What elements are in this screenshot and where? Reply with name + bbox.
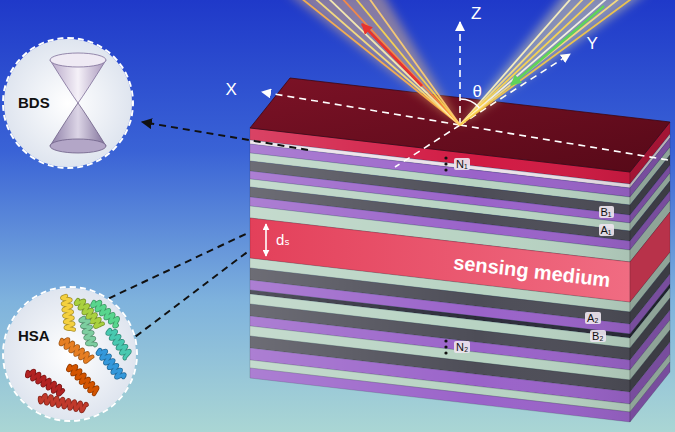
hsa-inset: HSA bbox=[2, 286, 138, 422]
leader-arrow bbox=[142, 122, 308, 150]
light-ray bbox=[324, 0, 460, 125]
angle-label: θ bbox=[473, 83, 482, 102]
light-ray bbox=[310, 0, 460, 125]
layer-label: B₁ bbox=[599, 206, 614, 218]
period-label: N₁ bbox=[454, 158, 470, 170]
layer-side-face bbox=[630, 354, 670, 412]
light-ray bbox=[460, 0, 638, 125]
light-ray bbox=[366, 0, 460, 125]
light-ray bbox=[296, 0, 460, 125]
inset-title: HSA bbox=[18, 328, 50, 345]
front-sheen bbox=[250, 128, 630, 422]
helix-outline bbox=[62, 296, 74, 330]
band-side-face bbox=[630, 212, 670, 302]
period-label: N₂ bbox=[454, 341, 470, 353]
incident-arrow bbox=[511, 6, 604, 85]
thickness-arrow bbox=[265, 224, 267, 256]
reflected-arrow bbox=[362, 24, 422, 86]
period-dot bbox=[444, 339, 447, 342]
period-dot bbox=[444, 162, 447, 165]
layer-stack bbox=[250, 78, 670, 422]
callout-connector bbox=[109, 232, 250, 336]
helix bbox=[62, 296, 74, 330]
thickness-label: dₛ bbox=[276, 232, 290, 249]
layer-label: A₁ bbox=[599, 224, 614, 236]
helix bbox=[98, 350, 125, 377]
period-dot bbox=[444, 351, 447, 354]
helix-outline bbox=[68, 366, 97, 394]
helix bbox=[92, 302, 117, 326]
inset-ground bbox=[4, 288, 136, 420]
helix bbox=[81, 318, 96, 345]
inset-title: BDS bbox=[18, 95, 50, 112]
protein-ribbon bbox=[27, 296, 129, 411]
dirac-cone bbox=[50, 53, 106, 153]
light-beams bbox=[286, 0, 648, 125]
helix bbox=[27, 371, 63, 395]
helix-outline bbox=[40, 395, 87, 411]
upper-cone-rim bbox=[50, 53, 106, 67]
reflected-glow bbox=[286, 0, 460, 125]
bds-inset: BDS bbox=[2, 37, 134, 169]
axis-label: X bbox=[226, 81, 237, 100]
light-ray bbox=[460, 0, 575, 125]
light-ray bbox=[352, 0, 460, 125]
lower-cone-rim bbox=[50, 139, 106, 153]
incident-glow bbox=[460, 0, 648, 125]
period-dot bbox=[444, 156, 447, 159]
band-front-face bbox=[250, 218, 630, 302]
layer-side-face bbox=[630, 362, 670, 422]
period-dot bbox=[444, 168, 447, 171]
helix bbox=[68, 366, 97, 394]
layer-label: A₂ bbox=[585, 312, 601, 324]
helix bbox=[108, 330, 130, 358]
axis-line bbox=[459, 22, 461, 125]
axis-label: Z bbox=[471, 5, 481, 24]
helix bbox=[40, 395, 87, 411]
helix-outline bbox=[27, 371, 63, 395]
layer-label: B₂ bbox=[590, 330, 606, 342]
light-ray bbox=[338, 0, 460, 125]
axis-label: Y bbox=[587, 35, 598, 54]
inset-ground bbox=[4, 39, 132, 167]
period-dot bbox=[444, 345, 447, 348]
axis-line bbox=[395, 125, 460, 167]
axis-line bbox=[460, 125, 668, 160]
